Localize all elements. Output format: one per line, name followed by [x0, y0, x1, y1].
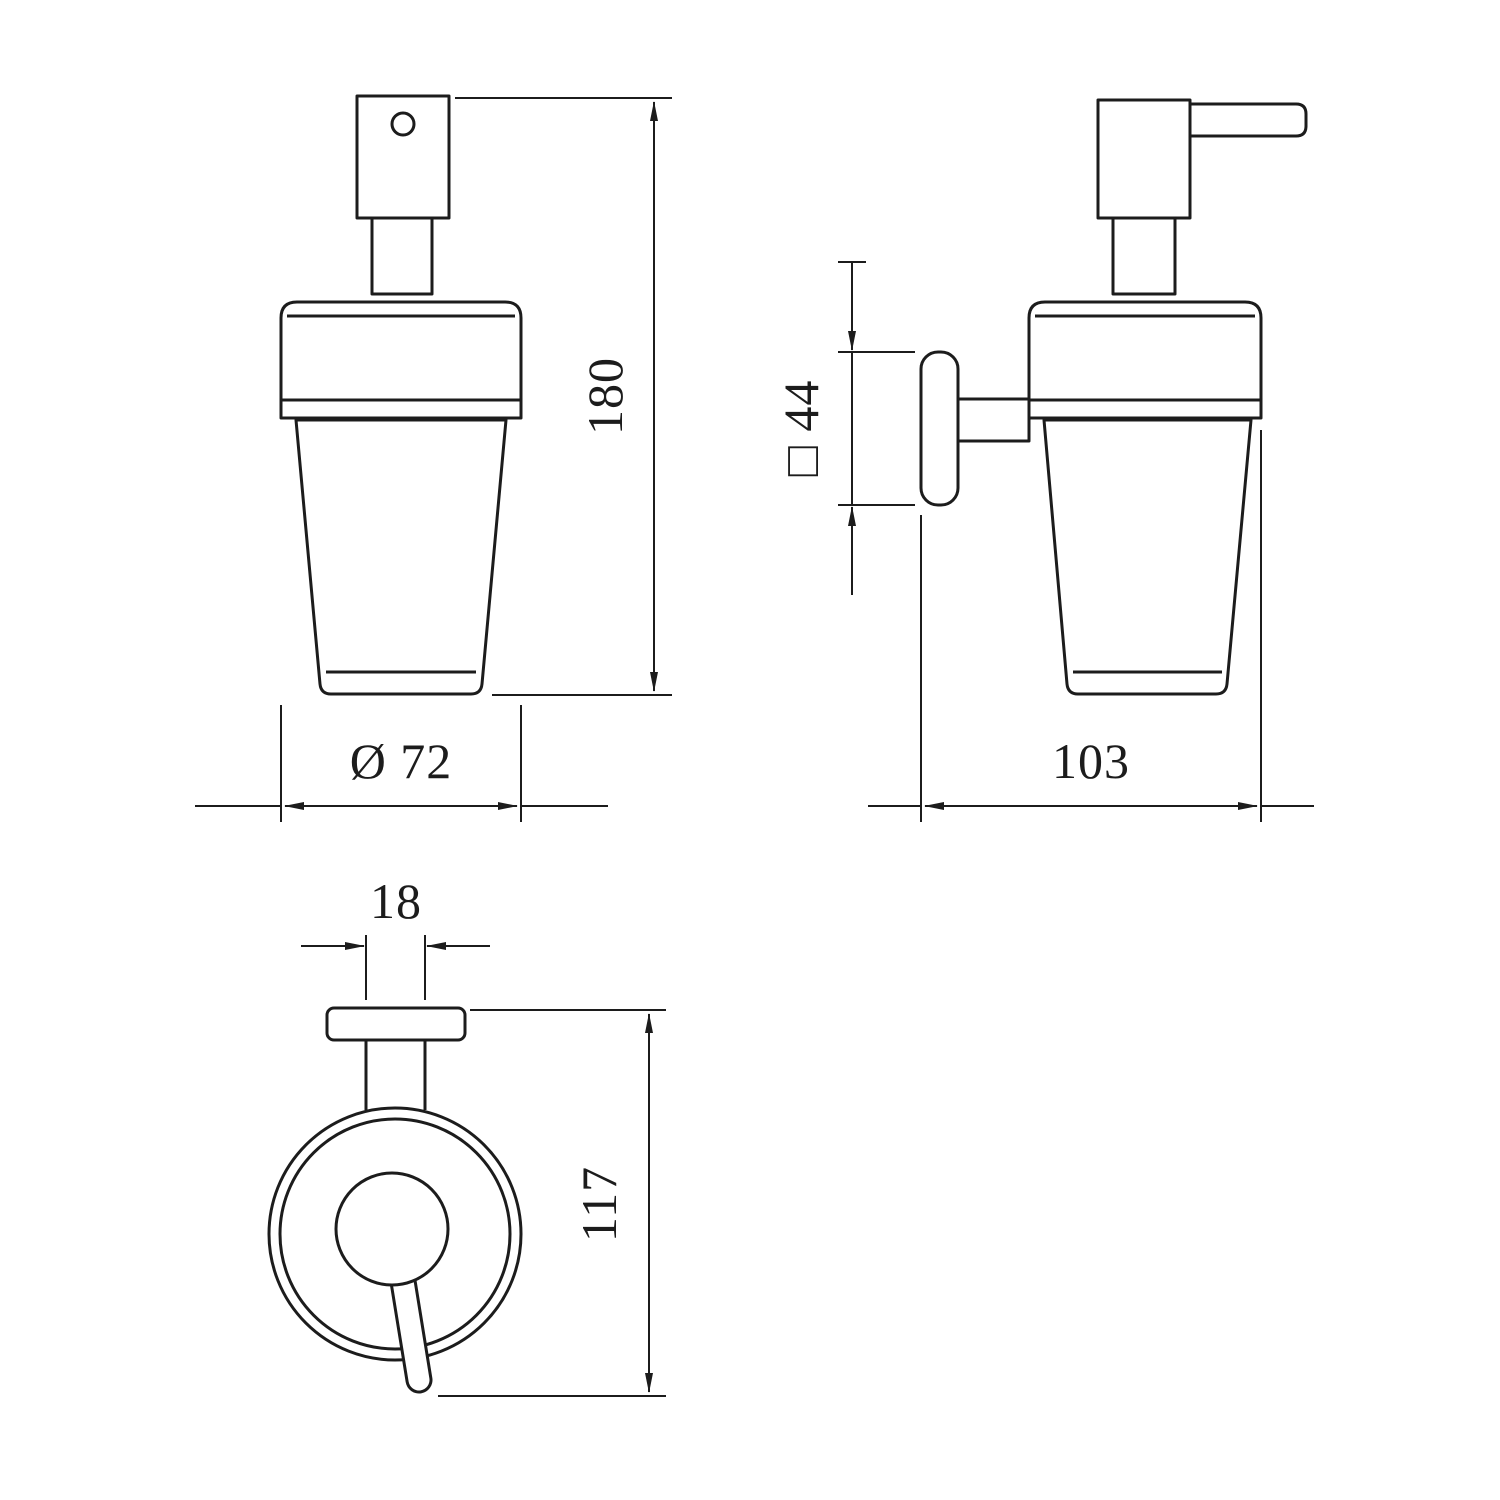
front-diameter-dimension: Ø 72	[195, 705, 608, 822]
side-view: □ 44 103	[773, 98, 1314, 822]
bracket-arm	[956, 397, 1031, 443]
side-bracket-label: □ 44	[773, 380, 829, 477]
pump-head-side	[1096, 98, 1192, 220]
top-stem-dimension: 18	[301, 873, 490, 1000]
pump-neck	[370, 216, 434, 296]
front-height-label: 180	[577, 357, 633, 435]
top-view: 18 117	[267, 873, 666, 1397]
collar-band-side	[1027, 398, 1263, 420]
holder-ring-outer	[267, 1106, 523, 1362]
top-depth-dimension: 117	[438, 1009, 666, 1397]
side-depth-label: 103	[1052, 733, 1130, 789]
top-stem-label: 18	[370, 873, 422, 929]
bottle-collar	[279, 300, 523, 402]
wall-bracket-plate	[919, 350, 960, 507]
pump-head-hole	[390, 111, 416, 137]
wall-plate-top	[325, 1006, 467, 1042]
front-view: 180 Ø 72	[195, 94, 672, 822]
side-width-dimension: 103	[868, 430, 1314, 822]
front-diameter-label: Ø 72	[350, 733, 453, 789]
top-depth-label: 117	[571, 1166, 627, 1242]
glass-cup-side	[1042, 418, 1253, 696]
glass-cup	[294, 418, 508, 696]
side-bracket-dimension: □ 44	[773, 261, 915, 595]
front-height-dimension: 180	[455, 97, 672, 696]
pump-cap-circle	[334, 1171, 450, 1287]
pump-spout	[1188, 102, 1308, 138]
pump-neck-side	[1111, 216, 1177, 296]
holder-ring-inner	[278, 1117, 512, 1351]
bottle-collar-side	[1027, 300, 1263, 402]
collar-band	[279, 398, 523, 420]
